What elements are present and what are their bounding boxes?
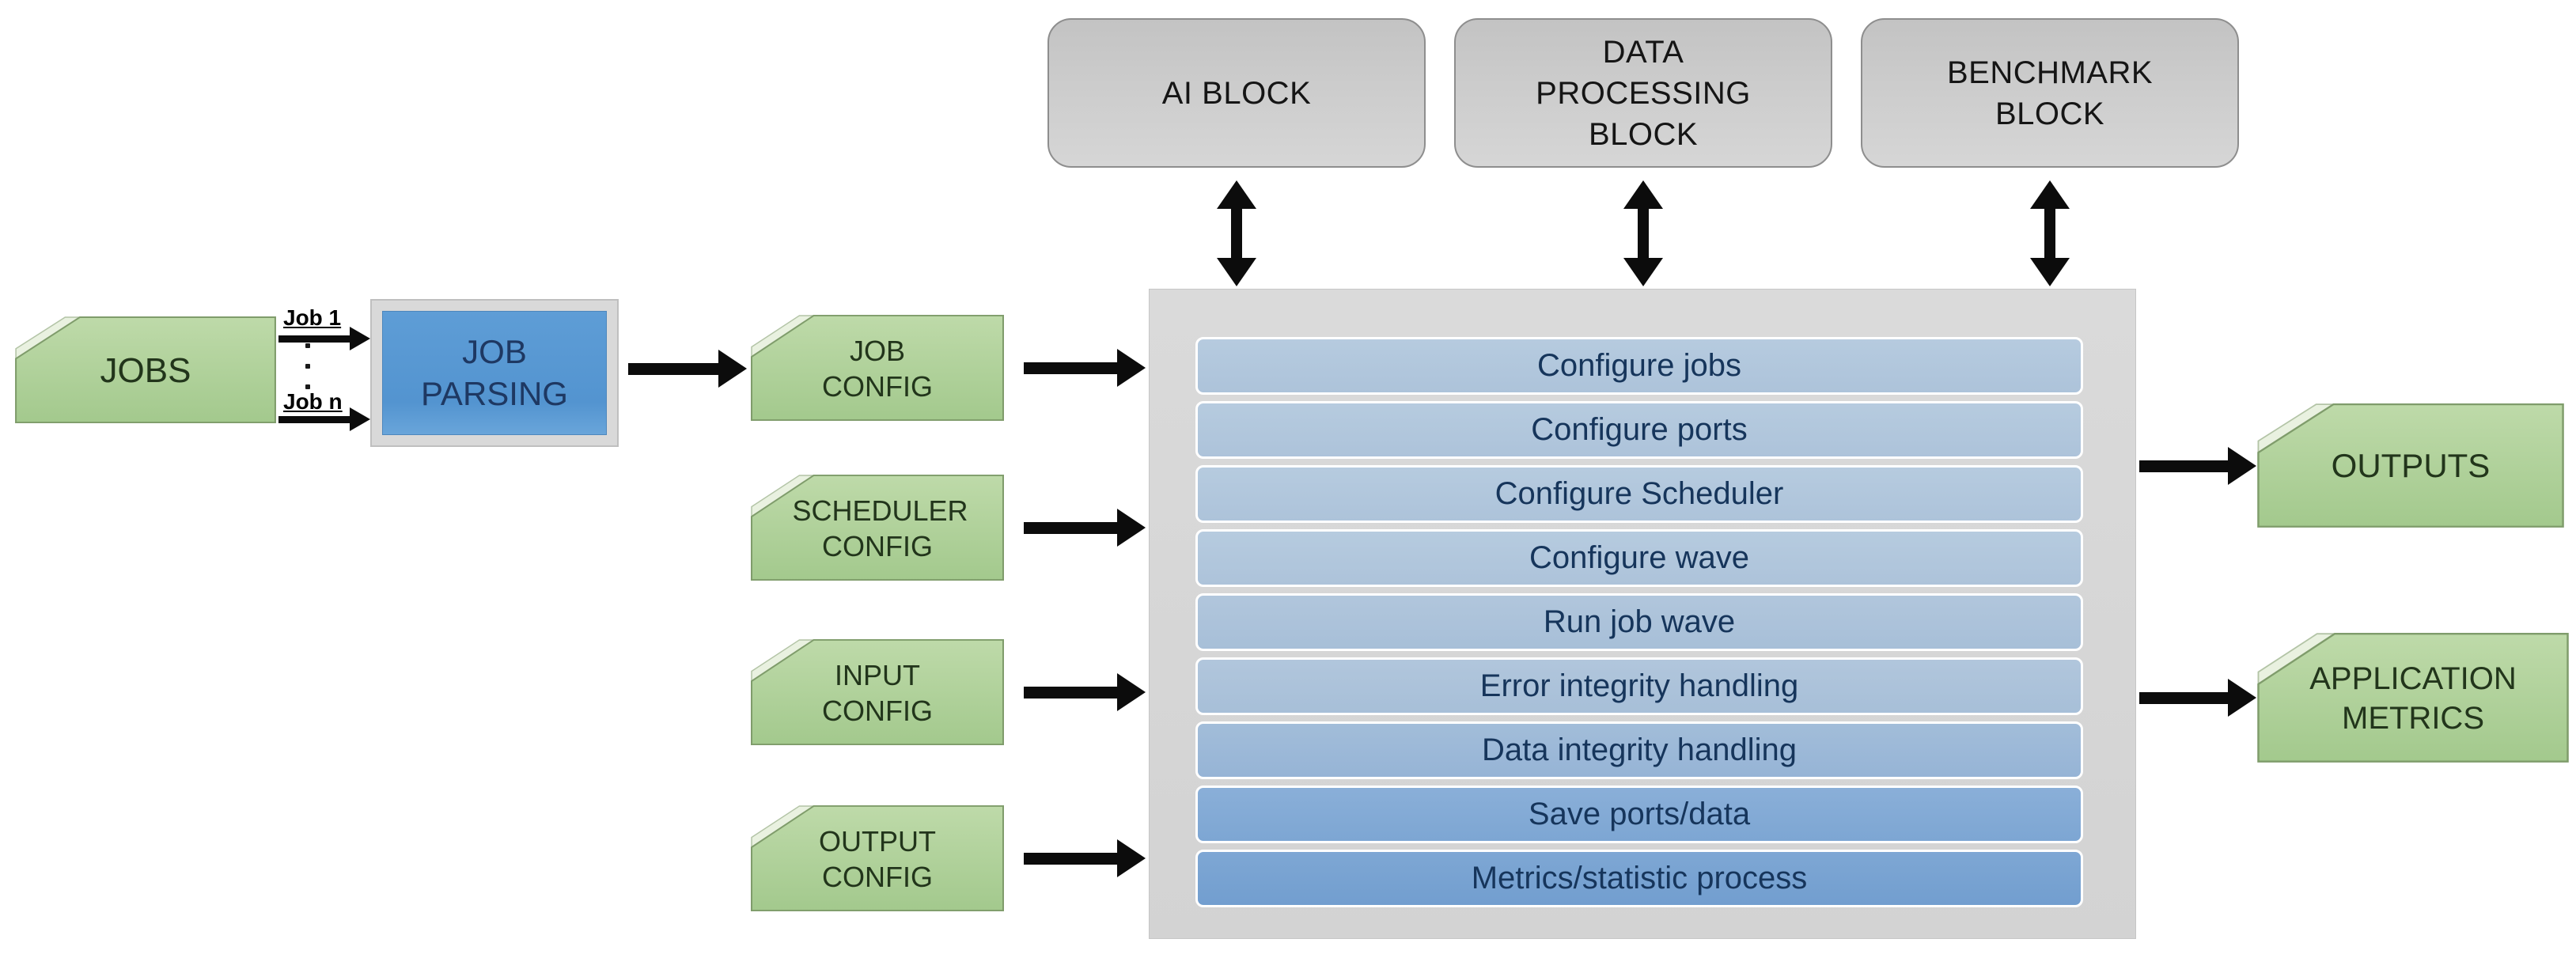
edge-label-job-1: Job 1 (283, 305, 342, 330)
arrow-shaft (1024, 686, 1117, 699)
arrow-head-icon (2228, 447, 2256, 485)
node-output-config: OUTPUT CONFIG (750, 805, 1005, 912)
arrow-head-down-icon (1217, 258, 1256, 286)
folded-card-shape (751, 639, 1004, 746)
arrow-head-up-icon (1217, 180, 1256, 209)
node-jobs-label: JOBS (100, 350, 191, 390)
step-label: Configure ports (1531, 412, 1748, 447)
arrow-benchmark-block-engine (2029, 180, 2070, 286)
arrow-head-down-icon (1623, 258, 1663, 286)
arrow-scheduler-config-to-engine (1024, 509, 1146, 547)
folded-card-shape (751, 805, 1004, 912)
arrow-job-config-to-engine (1024, 349, 1146, 387)
node-outputs-label: OUTPUTS (2331, 446, 2491, 484)
arrow-shaft (1024, 521, 1117, 534)
engine-step-save-ports-data: Save ports/data (1195, 786, 2083, 843)
node-application-metrics: APPLICATION METRICS (2256, 633, 2570, 763)
arrow-shaft (278, 415, 350, 423)
arrow-head-up-icon (1623, 180, 1663, 209)
dot (305, 343, 310, 348)
engine-step-configure-scheduler: Configure Scheduler (1195, 465, 2083, 523)
node-job-config: JOB CONFIG (750, 315, 1005, 422)
block-benchmark-label: BENCHMARK BLOCK (1946, 55, 2154, 131)
arrow-shaft (1024, 362, 1117, 374)
arrow-head-icon (718, 350, 747, 388)
engine-step-configure-wave: Configure wave (1195, 529, 2083, 587)
arrow-head-icon (1117, 509, 1146, 547)
arrow-shaft (1231, 209, 1242, 258)
arrow-head-down-icon (2030, 258, 2070, 286)
engine-step-run-job-wave: Run job wave (1195, 593, 2083, 651)
block-benchmark: BENCHMARK BLOCK (1861, 18, 2239, 168)
folded-card-shape (2257, 403, 2564, 528)
edge-label-job-n: Job n (283, 389, 343, 414)
arrow-shaft (2044, 209, 2055, 258)
node-jobs: JOBS (14, 316, 277, 424)
dot (305, 364, 310, 369)
arrow-input-config-to-engine (1024, 673, 1146, 711)
arrow-shaft (1638, 209, 1649, 258)
arrow-shaft (628, 362, 718, 375)
arrow-head-icon (350, 327, 370, 350)
arrow-data-block-engine (1623, 180, 1664, 286)
folded-card-shape (751, 475, 1004, 581)
dot (305, 384, 310, 389)
engine-step-configure-ports: Configure ports (1195, 401, 2083, 459)
arrow-head-up-icon (2030, 180, 2070, 209)
step-label: Run job wave (1543, 604, 1736, 639)
block-ai: AI BLOCK (1047, 18, 1426, 168)
folded-card-shape (2257, 633, 2569, 763)
block-data-processing: DATA PROCESSING BLOCK (1454, 18, 1832, 168)
node-scheduler-config-label: SCHEDULER CONFIG (792, 494, 968, 562)
node-application-metrics-label: APPLICATION METRICS (2309, 661, 2517, 736)
arrow-head-icon (1117, 673, 1146, 711)
step-label: Data integrity handling (1481, 733, 1798, 767)
arrow-shaft (2139, 460, 2228, 472)
folded-card-shape (15, 316, 276, 424)
arrow-output-config-to-engine (1024, 839, 1146, 877)
step-label: Configure jobs (1537, 348, 1741, 383)
arrow-shaft (1024, 852, 1117, 865)
node-outputs: OUTPUTS (2256, 403, 2565, 528)
arrow-shaft (2139, 691, 2228, 704)
node-input-config-label: INPUT CONFIG (822, 658, 933, 727)
node-input-config: INPUT CONFIG (750, 639, 1005, 746)
step-label: Metrics/statistic process (1471, 861, 1808, 895)
arrow-engine-to-application-metrics (2139, 679, 2256, 717)
arrow-parser-to-job-config (628, 350, 747, 388)
node-job-parsing: JOB PARSING (370, 299, 619, 447)
node-scheduler-config: SCHEDULER CONFIG (750, 475, 1005, 581)
arrow-shaft (278, 335, 350, 343)
step-label: Error integrity handling (1479, 668, 1799, 703)
step-label: Configure wave (1529, 540, 1749, 575)
engine-step-data-integrity: Data integrity handling (1195, 721, 2083, 779)
arrow-head-icon (350, 407, 370, 431)
arrow-jobs-jobn-to-parser (278, 407, 370, 432)
arrow-head-icon (1117, 349, 1146, 387)
step-label: Configure Scheduler (1494, 476, 1784, 511)
engine-container: Configure jobs Configure ports Configure… (1149, 289, 2136, 939)
node-job-parsing-label: JOB PARSING (421, 333, 568, 412)
block-data-processing-label: DATA PROCESSING BLOCK (1536, 34, 1751, 152)
block-ai-label: AI BLOCK (1161, 75, 1312, 111)
engine-step-metrics-statistic: Metrics/statistic process (1195, 850, 2083, 907)
engine-step-configure-jobs: Configure jobs (1195, 337, 2083, 395)
arrow-jobs-job1-to-parser (278, 326, 370, 351)
job-ellipsis-dots (305, 343, 310, 389)
arrow-ai-block-engine (1216, 180, 1257, 286)
arrow-head-icon (2228, 679, 2256, 717)
arrow-engine-to-outputs (2139, 447, 2256, 485)
node-job-parsing-box: JOB PARSING (382, 311, 607, 435)
arrow-head-icon (1117, 839, 1146, 877)
step-label: Save ports/data (1528, 797, 1751, 831)
node-job-config-label: JOB CONFIG (822, 334, 933, 403)
node-output-config-label: OUTPUT CONFIG (819, 824, 936, 893)
folded-card-shape (751, 315, 1004, 422)
engine-step-error-integrity: Error integrity handling (1195, 657, 2083, 715)
